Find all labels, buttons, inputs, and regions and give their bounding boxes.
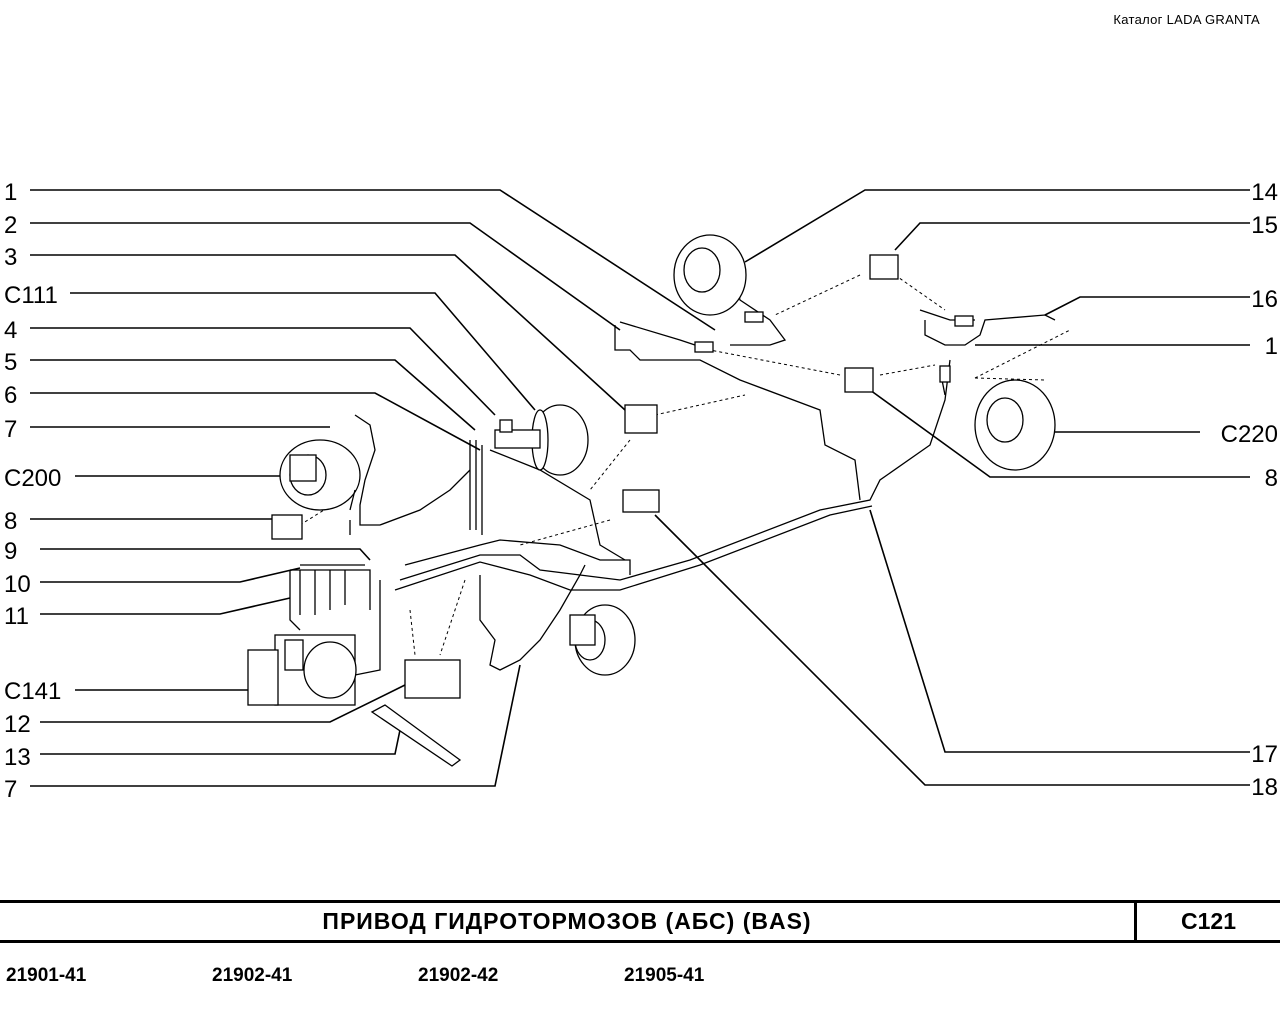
- callout-7: 7: [4, 416, 17, 443]
- callout-10: 10: [4, 571, 31, 598]
- page-code: C121: [1181, 908, 1236, 934]
- callout-9: 9: [4, 538, 17, 565]
- callout-4: 4: [4, 317, 17, 344]
- model-code: 21901-41: [6, 965, 87, 986]
- callout-c200: C200: [4, 465, 61, 492]
- callout-18: 18: [1251, 774, 1278, 801]
- callout-12: 12: [4, 711, 31, 738]
- callout-c220: C220: [1221, 421, 1278, 448]
- rear-hoses: [349, 311, 974, 511]
- leader-lines-right: [654, 189, 1250, 786]
- callout-16: 16: [1251, 286, 1278, 313]
- catalog-header: Каталог LADA GRANTA: [1113, 12, 1260, 27]
- callout-1: 1: [4, 179, 17, 206]
- callout-13: 13: [4, 744, 31, 771]
- callout-11: 11: [4, 603, 29, 630]
- model-code: 21905-41: [624, 965, 705, 986]
- callout-15: 15: [1251, 212, 1278, 239]
- page-title: ПРИВОД ГИДРОТОРМОЗОВ (АБС) (BAS): [322, 908, 812, 934]
- callout-3: 3: [4, 244, 17, 271]
- assembly-arrows: [299, 274, 1071, 656]
- front-right-brake-disc: [569, 604, 636, 676]
- callout-7b: 7: [4, 776, 17, 803]
- callout-c141: C141: [4, 678, 61, 705]
- left-callouts: 1 2 3 C111 4 5 6 7 C200 8 9 10 11 C141 1…: [4, 179, 61, 803]
- model-code: 21902-42: [418, 965, 499, 986]
- callout-6: 6: [4, 382, 17, 409]
- brake-diagram: 1 2 3 C111 4 5 6 7 C200 8 9 10 11 C141 1…: [4, 179, 1278, 803]
- footer-title-bar: ПРИВОД ГИДРОТОРМОЗОВ (АБС) (BAS) C121: [0, 900, 1280, 943]
- brake-pipes: [289, 279, 1056, 681]
- bracket-parts: [271, 254, 899, 767]
- callout-17: 17: [1251, 741, 1278, 768]
- right-callouts: 14 15 16 1 C220 8 17 18: [1221, 179, 1278, 801]
- callout-14: 14: [1251, 179, 1278, 206]
- callout-8-right: 8: [1265, 465, 1278, 492]
- model-list: 21901-41 21902-41 21902-42 21905-41: [0, 965, 1280, 995]
- front-left-brake-disc: [279, 439, 361, 511]
- callout-2: 2: [4, 212, 17, 239]
- rear-left-brake-drum: [673, 234, 747, 316]
- brake-booster: [494, 404, 589, 476]
- callout-8: 8: [4, 508, 17, 535]
- callout-5: 5: [4, 349, 17, 376]
- rear-right-brake-drum: [974, 379, 1056, 471]
- model-code: 21902-41: [212, 965, 293, 986]
- leader-lines-left: [30, 189, 716, 787]
- abs-hydraulic-unit: [247, 634, 357, 706]
- callout-c111: C111: [4, 282, 58, 309]
- divider: [1134, 903, 1137, 940]
- callout-1-right: 1: [1265, 333, 1278, 360]
